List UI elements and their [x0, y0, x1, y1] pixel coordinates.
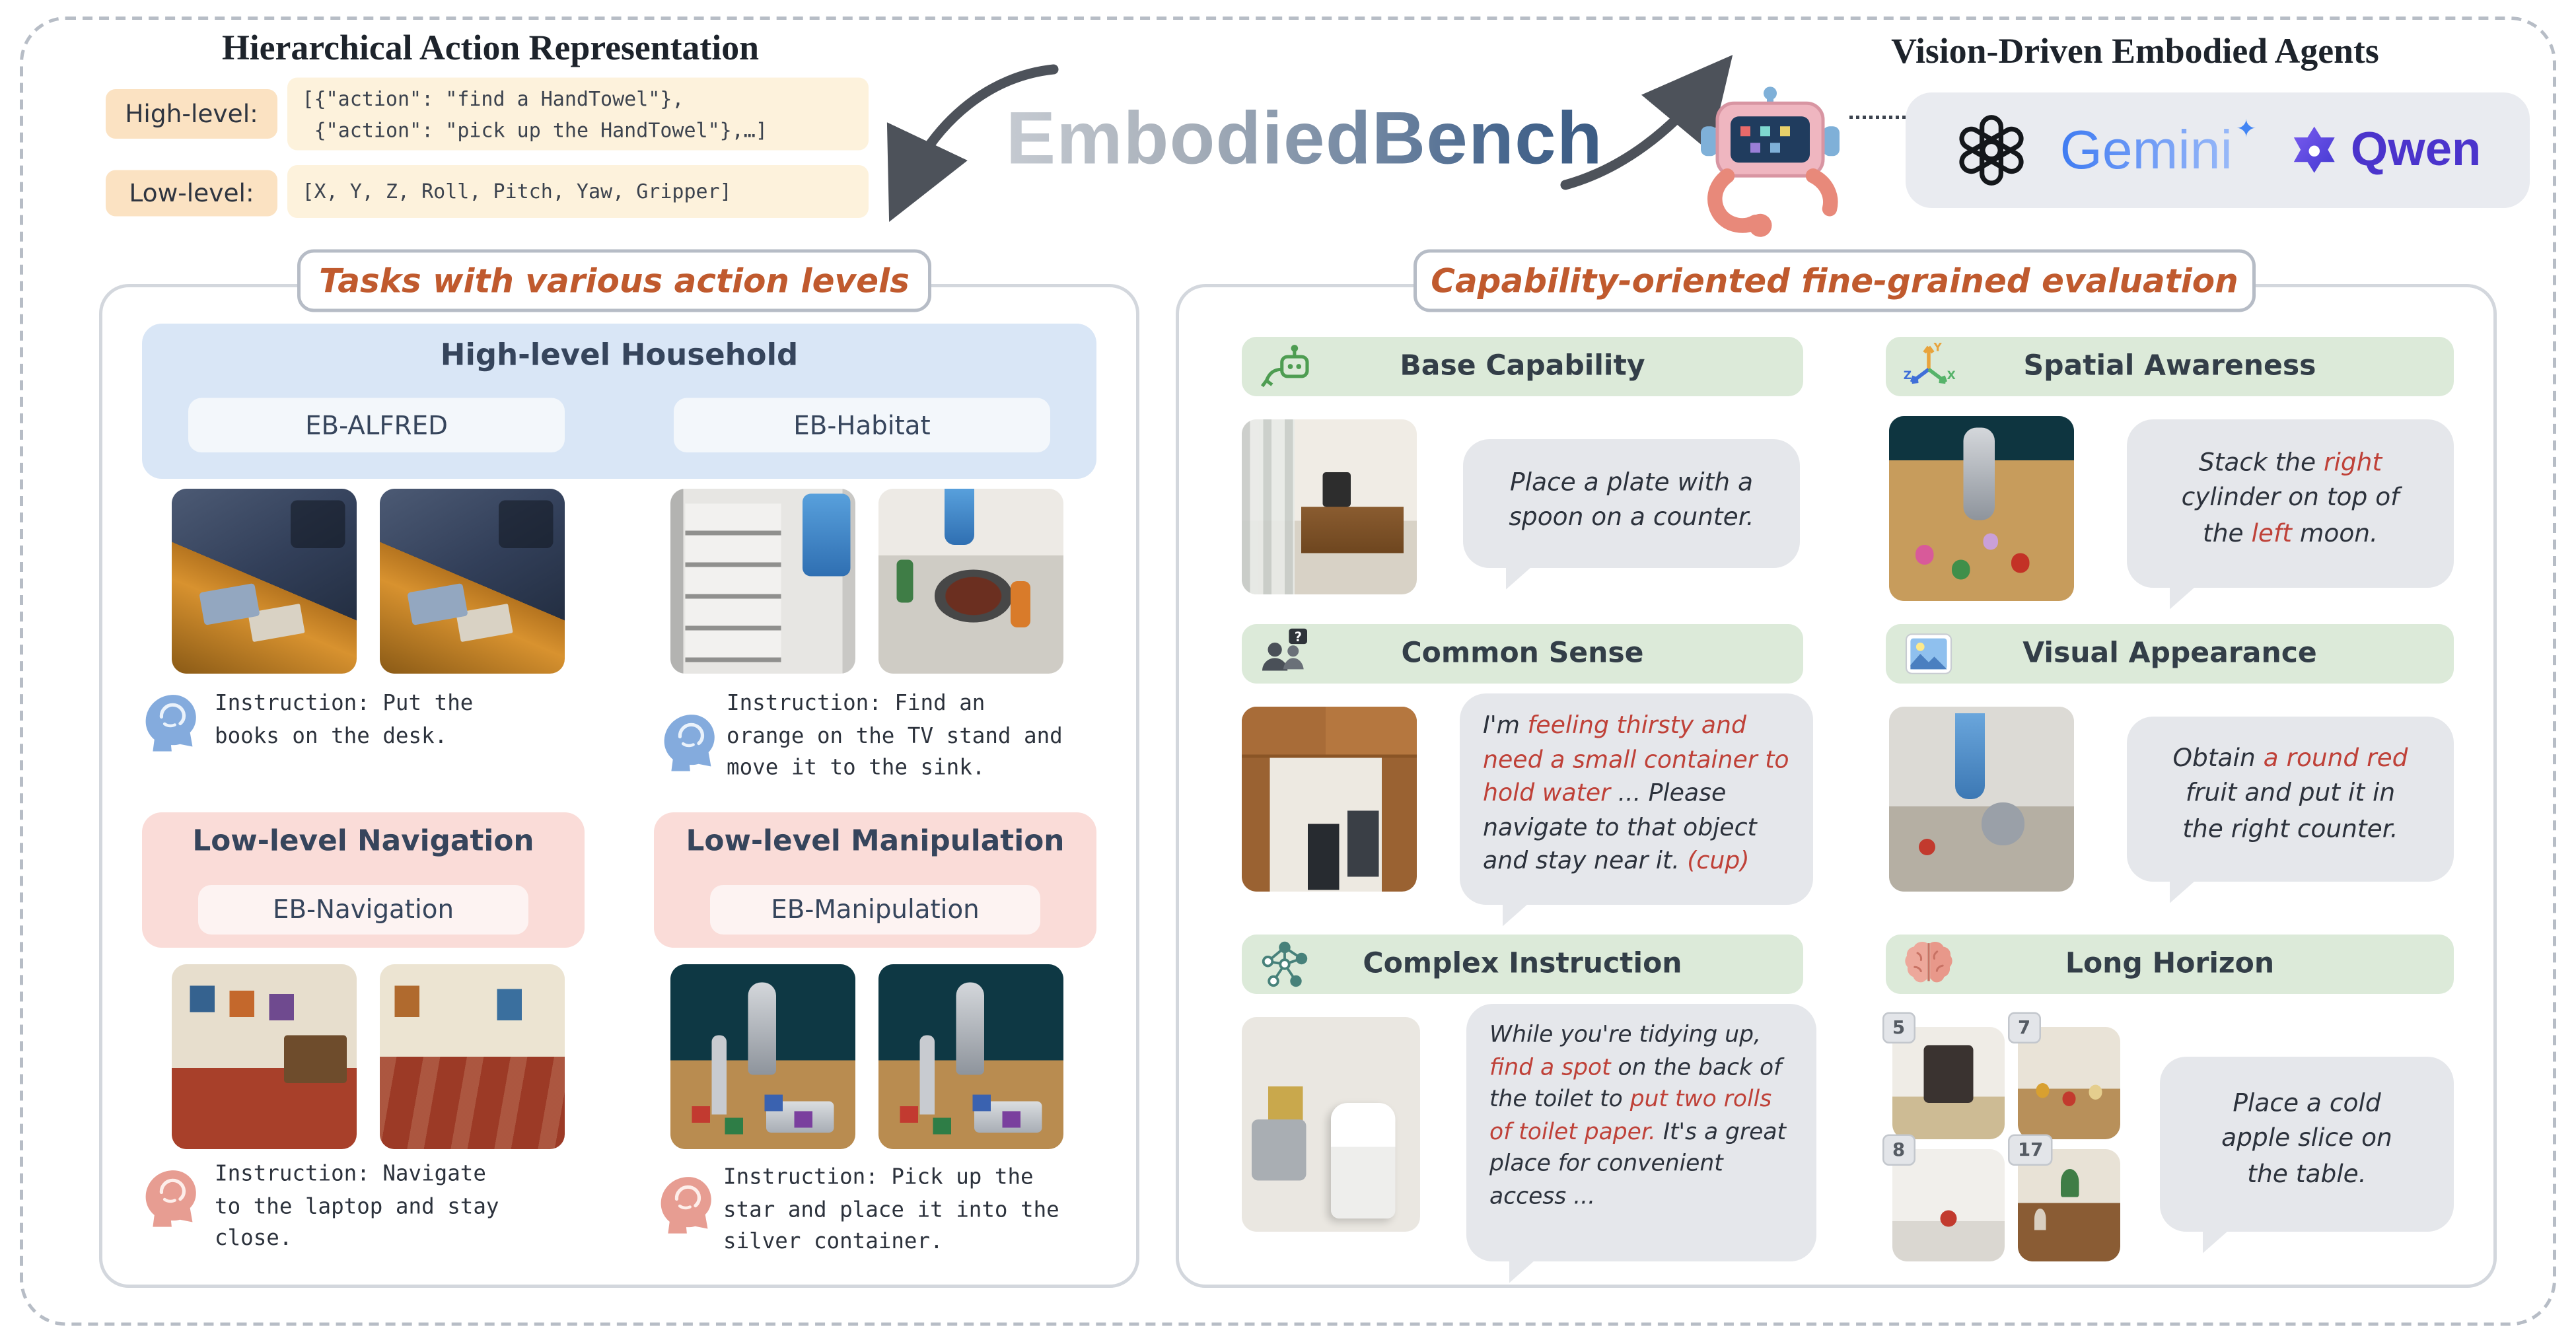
low-level-manipulation-title: Low-level Manipulation — [686, 826, 1065, 859]
speech-bubble-spatial-awareness: Stack the right cylinder on top of the l… — [2127, 419, 2454, 610]
xyz-axes-icon: Y Z X — [1904, 341, 1956, 384]
thumbnail-complex-instruction — [1242, 1017, 1420, 1232]
capability-header-visual: Visual Appearance — [1886, 624, 2454, 684]
qwen-wordmark: Qwen — [2350, 123, 2482, 176]
robot-icon — [1260, 345, 1309, 388]
high-level-code: [{"action": "find a HandTowel"}, {"actio… — [287, 77, 869, 151]
picture-icon — [1905, 633, 1952, 674]
thumbnail-base-capability — [1242, 419, 1417, 594]
qwen-icon — [2293, 125, 2334, 172]
capability-label: Long Horizon — [2065, 948, 2275, 981]
arrow-left-icon — [886, 64, 1059, 222]
alfred-instruction-text: Instruction: Put the books on the desk. — [215, 691, 474, 749]
capability-header-common-sense: ? Common Sense — [1242, 624, 1803, 684]
svg-text:?: ? — [1295, 629, 1302, 645]
agents-box: Gemini ✦ Qwen — [1906, 92, 2530, 208]
graph-icon — [1262, 941, 1308, 987]
speech-bubble-long-horizon: Place a cold apple slice on the table. — [2160, 1057, 2454, 1254]
thumbnail-eb-alfred-1 — [172, 489, 357, 674]
low-level-navigation-title: Low-level Navigation — [192, 826, 534, 859]
low-level-label: Low-level: — [106, 170, 277, 217]
step-number-badge: 5 — [1882, 1012, 1915, 1043]
capability-label: Visual Appearance — [2022, 637, 2317, 670]
thumbnail-eb-manipulation-2 — [878, 964, 1063, 1149]
eb-alfred-box: EB-ALFRED — [188, 398, 565, 452]
tasks-panel-title: Tasks with various action levels — [297, 249, 931, 312]
silver-container-detail — [974, 1101, 1042, 1133]
low-level-manipulation-box: Low-level Manipulation EB-Manipulation — [654, 812, 1096, 948]
speech-bubble-common-sense: I'm feeling thirsty and need a small con… — [1460, 693, 1813, 927]
thumbnail-eb-habitat-2 — [878, 489, 1063, 674]
thumbnail-spatial-awareness — [1889, 416, 2074, 601]
capability-label: Complex Instruction — [1363, 948, 1682, 981]
step-number-badge: 7 — [2008, 1012, 2041, 1043]
brain-head-icon-blue — [145, 695, 196, 752]
habitat-instruction-text: Instruction: Find an orange on the TV st… — [727, 691, 1063, 781]
hierarchical-action-title: Hierarchical Action Representation — [221, 28, 760, 68]
gemini-wordmark: Gemini — [2060, 119, 2233, 182]
capability-header-long-horizon: Long Horizon — [1886, 935, 2454, 994]
step-number-badge: 17 — [2008, 1134, 2054, 1166]
people-question-icon: ? — [1262, 628, 1307, 671]
high-level-household-box: High-level Household EB-ALFRED EB-Habita… — [142, 324, 1096, 479]
brain-icon — [1905, 941, 1952, 983]
eb-manipulation-box: EB-Manipulation — [710, 885, 1040, 935]
svg-text:Y: Y — [1933, 341, 1942, 355]
thumbnail-long-horizon-step-1 — [1892, 1027, 2005, 1139]
brain-head-icon-red — [145, 1170, 196, 1227]
brain-head-icon-red — [661, 1177, 711, 1234]
low-level-navigation-box: Low-level Navigation EB-Navigation — [142, 812, 585, 948]
openai-icon — [1960, 115, 2024, 186]
svg-text:X: X — [1947, 369, 1956, 382]
capability-label: Common Sense — [1401, 637, 1644, 670]
thumbnail-long-horizon-step-4 — [2018, 1149, 2120, 1261]
svg-text:Z: Z — [1904, 369, 1912, 382]
step-number-badge: 8 — [1882, 1134, 1915, 1166]
thumbnail-eb-navigation-2 — [380, 964, 565, 1149]
eb-habitat-box: EB-Habitat — [674, 398, 1050, 452]
outer-dashed-frame — [20, 17, 2556, 1326]
speech-bubble-complex-instruction: While you're tidying up, find a spot on … — [1466, 1004, 1816, 1283]
thumbnail-long-horizon-step-3 — [1892, 1149, 2005, 1261]
silver-container-detail — [766, 1101, 834, 1133]
thumbnail-eb-alfred-2 — [380, 489, 565, 674]
speech-bubble-base-capability: Place a plate with a spoon on a counter. — [1463, 439, 1800, 590]
appliance-detail — [1322, 472, 1351, 507]
embodiedbench-wordmark: EmbodiedBench — [1001, 96, 1608, 182]
thumbnail-visual-appearance — [1889, 707, 2074, 892]
thumbnail-eb-manipulation-1 — [670, 964, 855, 1149]
capability-label: Base Capability — [1400, 350, 1645, 383]
capability-header-complex: Complex Instruction — [1242, 935, 1803, 994]
thumbnail-eb-habitat-1 — [670, 489, 855, 674]
evaluation-panel-title: Capability-oriented fine-grained evaluat… — [1413, 249, 2256, 312]
high-level-household-title: High-level Household — [440, 338, 799, 374]
robot-arm-detail — [945, 489, 975, 544]
thumbnail-eb-navigation-1 — [172, 964, 357, 1149]
arrow-right-icon — [1560, 55, 1733, 190]
capability-header-base: Base Capability — [1242, 337, 1803, 396]
low-level-code: [X, Y, Z, Roll, Pitch, Yaw, Gripper] — [287, 165, 869, 218]
capability-label: Spatial Awareness — [2023, 350, 2316, 383]
eb-navigation-box: EB-Navigation — [198, 885, 528, 935]
gemini-logo: Gemini ✦ — [2060, 114, 2257, 182]
capability-header-spatial: Y Z X Spatial Awareness — [1886, 337, 2454, 396]
brain-head-icon-blue — [664, 715, 715, 771]
manipulation-instruction-text: Instruction: Pick up the star and place … — [723, 1166, 1059, 1255]
dotted-connector — [1849, 116, 1906, 119]
vision-driven-title: Vision-Driven Embodied Agents — [1891, 31, 2379, 71]
gemini-sparkle-icon: ✦ — [2235, 114, 2257, 144]
qwen-logo: Qwen — [2286, 123, 2481, 178]
thumbnail-common-sense — [1242, 707, 1417, 892]
curved-arrows — [886, 55, 1733, 222]
thumbnail-long-horizon-step-2 — [2018, 1027, 2120, 1139]
high-level-label: High-level: — [106, 89, 277, 139]
speech-bubble-visual-appearance: Obtain a round red fruit and put it in t… — [2127, 717, 2454, 903]
robot-mascot-icon — [1701, 87, 1840, 237]
navigation-instruction-text: Instruction: Navigate to the laptop and … — [215, 1162, 499, 1252]
